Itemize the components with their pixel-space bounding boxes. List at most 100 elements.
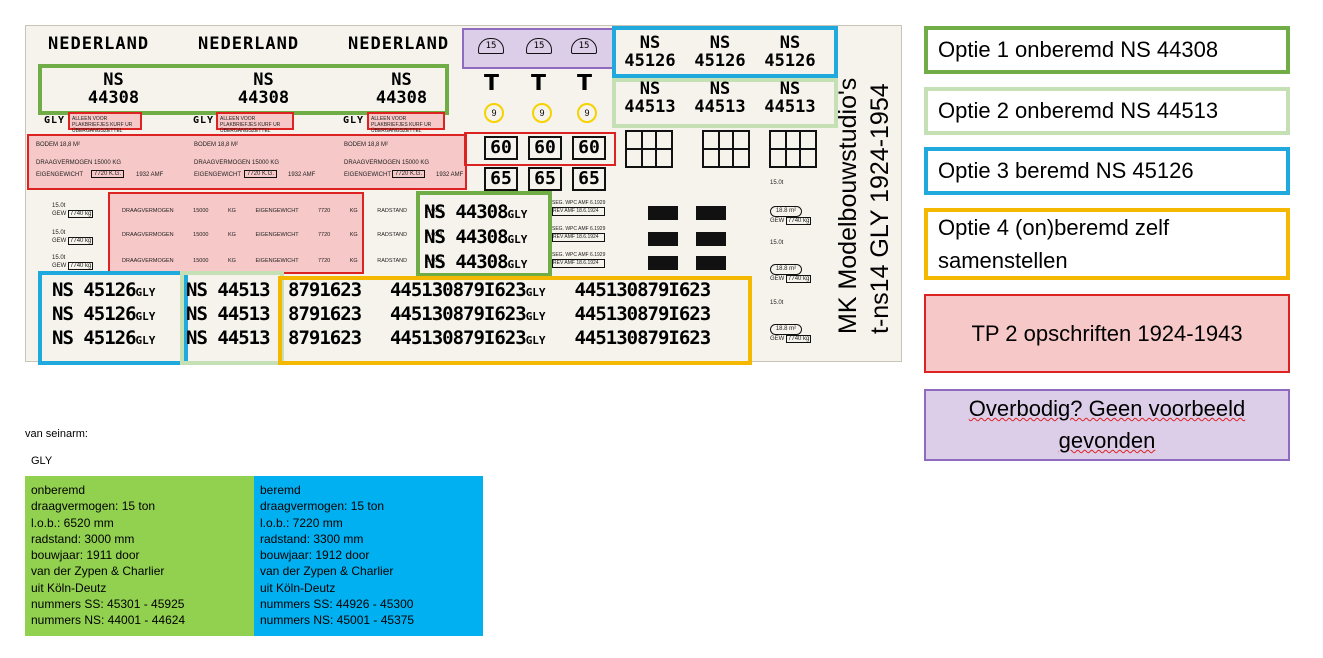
info-line: nummers NS: 44001 - 44624	[31, 613, 186, 628]
big-number: NS 45126GLY	[52, 327, 156, 349]
pink-row: DRAAGVERMOGEN 15000 KG EIGENGEWICHT 7720…	[122, 258, 442, 264]
legend-option1: Optie 1 onberemd NS 44308	[924, 26, 1290, 74]
info-line: nummers NS: 45001 - 45375	[260, 613, 415, 628]
black-patch	[696, 256, 726, 270]
legend-option3: Optie 3 beremd NS 45126	[924, 147, 1290, 195]
eigen-value: 7720 K.G.	[392, 170, 426, 178]
yellow-row: 8791623 445130879I623GLY 445130879I623	[288, 327, 711, 349]
draagvermogen-text: DRAAGVERMOGEN 15000 KG	[194, 160, 280, 166]
legend-text: Optie 2 onberemd NS 44513	[938, 98, 1219, 123]
ns-label: NS	[709, 79, 731, 99]
wagon-number: 44513	[764, 97, 816, 117]
legend-text: gevonden	[1058, 428, 1156, 453]
ns-label: NS	[391, 70, 412, 90]
eigen-value: 7720 K.G.	[244, 170, 278, 178]
info-line: van der Zypen & Charlier	[31, 564, 165, 579]
number-60: 60	[484, 136, 518, 160]
info-line: nummers SS: 45301 - 45925	[31, 597, 185, 612]
number-65: 65	[572, 167, 606, 191]
wagon-number: 45126	[764, 51, 816, 71]
big-number: NS 45126GLY	[52, 303, 156, 325]
bodem-text: BODEM 18,8 M²	[344, 142, 389, 148]
window-grid-icon	[769, 130, 817, 168]
circle-9: 9	[484, 103, 504, 123]
load-value: 15.0t	[770, 300, 784, 306]
big-number: NS 44308GLY	[424, 226, 528, 248]
badge-15: 15	[526, 38, 552, 54]
load-value: 15.0t	[52, 230, 66, 236]
black-patch	[648, 232, 678, 246]
black-patch	[696, 206, 726, 220]
info-line: l.o.b.: 6520 mm	[31, 515, 114, 530]
pink-row: DRAAGVERMOGEN 15000 KG EIGENGEWICHT 7720…	[122, 232, 442, 238]
ns-label: NS	[639, 79, 661, 99]
date-amf: 1932 AMF	[288, 172, 316, 178]
gly-note: GLY	[31, 455, 53, 467]
wagon-number: 44308	[237, 88, 290, 108]
gly-label: GLY	[193, 115, 215, 126]
number-60: 60	[528, 136, 562, 160]
gly-notice: ALLEEN VOOR PLAKBRIEFJES KURF UR ÜBERGAN…	[68, 112, 142, 134]
eigengewicht-text: EIGENGEWICHT	[36, 172, 84, 178]
gew-value: 7740 kg	[68, 237, 94, 245]
number-60: 60	[572, 136, 606, 160]
option4-outline	[278, 276, 752, 365]
hook-icon: 𝗧	[577, 70, 593, 95]
ns-label: NS	[709, 33, 731, 53]
ns-label: NS	[253, 70, 274, 90]
gly-label: GLY	[343, 115, 365, 126]
legend-text: samenstellen	[938, 248, 1068, 273]
info-line: uit Köln-Deutz	[260, 580, 336, 595]
black-patch	[648, 256, 678, 270]
hook-icon: 𝗧	[531, 70, 547, 95]
info-line: radstand: 3300 mm	[260, 531, 364, 546]
ns-label: NS	[639, 33, 661, 53]
gew-label: GEW	[52, 238, 67, 244]
big-number: NS 44308GLY	[424, 251, 528, 273]
black-patch	[648, 206, 678, 220]
legend-option2: Optie 2 onberemd NS 44513	[924, 87, 1290, 135]
country-label: NEDERLAND	[348, 34, 450, 54]
seinarm-note: van seinarm:	[25, 428, 88, 440]
window-grid-icon	[702, 130, 750, 168]
gew-value: 7740 kg	[68, 210, 94, 218]
info-line: onberemd	[31, 483, 86, 497]
legend-text: Optie 3 beremd NS 45126	[938, 158, 1194, 183]
date-amf: 1932 AMF	[136, 172, 164, 178]
wagon-number: 44308	[87, 88, 140, 108]
info-line: bouwjaar: 1911 door	[31, 548, 140, 563]
option3-big-outline	[38, 271, 188, 365]
pink-row: DRAAGVERMOGEN 15000 KG EIGENGEWICHT 7720…	[122, 208, 442, 214]
bodem-text: BODEM 18,8 M²	[194, 142, 239, 148]
big-number: NS 44308GLY	[424, 201, 528, 223]
eigengewicht-text: EIGENGEWICHT	[194, 172, 242, 178]
badge-15: 15	[478, 38, 504, 54]
wagon-number: 45126	[624, 51, 676, 71]
info-line: radstand: 3000 mm	[31, 531, 135, 546]
number-65: 65	[484, 167, 518, 191]
ns-label: NS	[103, 70, 124, 90]
option3-top-outline	[612, 26, 838, 78]
draagvermogen-text: DRAAGVERMOGEN 15000 KG	[36, 160, 122, 166]
big-number: NS 44513	[186, 279, 271, 301]
vertical-subtitle: t-ns14 GLY 1924-1954	[866, 83, 894, 334]
option2-big-outline	[180, 271, 284, 365]
yellow-row: 8791623 445130879I623GLY 445130879I623	[288, 303, 711, 325]
badge-15: 15	[571, 38, 597, 54]
circle-9: 9	[532, 103, 552, 123]
gly-label: GLY	[44, 115, 66, 126]
legend-text: TP 2 opschriften 1924-1943	[971, 320, 1243, 346]
country-label: NEDERLAND	[198, 34, 300, 54]
gew-value: 7740 kg	[68, 262, 94, 270]
